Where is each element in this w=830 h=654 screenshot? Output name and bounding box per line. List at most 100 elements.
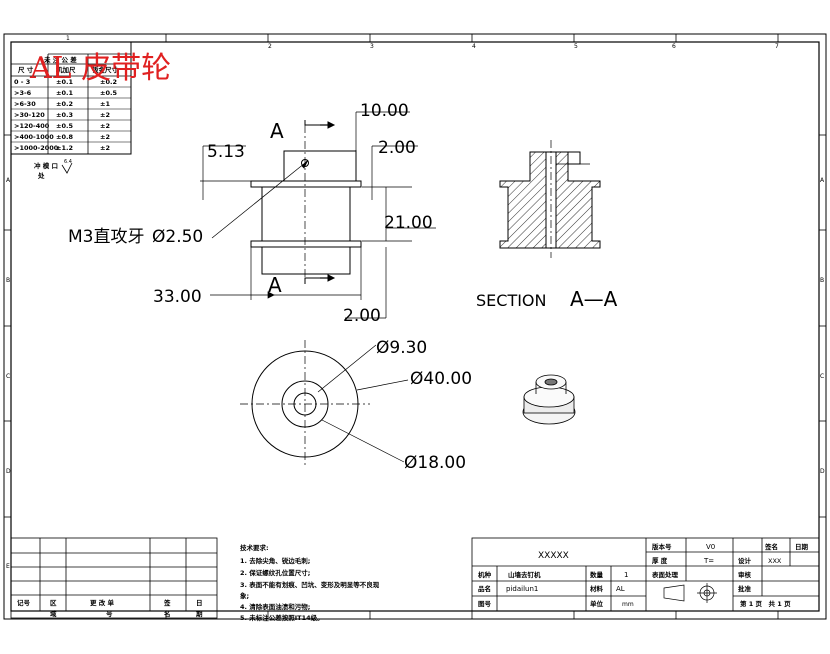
tech-note-2: 2. 保证螺纹孔位置尺寸; — [240, 568, 310, 577]
thickness-label: 厚 度 — [652, 556, 668, 565]
inner-border — [10, 41, 820, 612]
tolerance-header: 未 注 公 差 — [44, 55, 77, 64]
approve-label: 批准 — [738, 584, 752, 593]
rev-h2-name: 名 — [164, 609, 171, 618]
machine-value: 山墙去钉机 — [508, 570, 541, 579]
tolerance-cell: ±0.5 — [100, 89, 117, 97]
outer-border — [3, 33, 827, 620]
section-label-b: A—A — [570, 287, 618, 311]
qty-value: 1 — [624, 571, 628, 579]
isometric-view — [522, 374, 576, 425]
tolerance-cell: >120-400 — [14, 122, 50, 130]
zone-side-d: D — [6, 468, 11, 475]
tech-note-3: 3. 表面不能有划痕、凹坑、变形及明显等不良现 — [240, 580, 380, 589]
zone-ticks — [4, 34, 826, 619]
zone-side-c-right: C — [820, 373, 824, 380]
dim-21: 21.00 — [384, 213, 433, 233]
dim-33: 33.00 — [153, 287, 202, 307]
version-value: V0 — [706, 543, 715, 551]
roughness-label-2: 处 — [37, 171, 45, 180]
section-mark-top: A — [270, 119, 284, 143]
top-view — [240, 340, 409, 468]
zone-top-2: 2 — [268, 43, 272, 50]
projection-symbol-icon — [663, 583, 717, 603]
zone-labels: 1 2 3 4 5 6 7 A B C D E A B C D — [6, 35, 825, 570]
zone-top-5: 5 — [574, 43, 578, 50]
revision-block — [10, 537, 218, 619]
dim-dia-18: Ø18.00 — [404, 453, 466, 473]
col-sheet: 钣金尺寸 — [92, 65, 119, 74]
zone-side-b-right: B — [820, 277, 824, 284]
zone-top-3: 3 — [370, 43, 374, 50]
version-label: 版本号 — [651, 542, 672, 551]
tolerance-cell: ±1.2 — [56, 144, 73, 152]
tolerance-cell: ±0.5 — [56, 122, 73, 130]
part-value: pidailun1 — [506, 585, 538, 593]
tolerance-cell: >30-120 — [14, 111, 45, 119]
machine-label: 机种 — [478, 570, 492, 579]
tech-note-6: 5. 未标注公差按照IT14级。 — [240, 613, 324, 622]
tolerance-cell: 0 - 3 — [14, 78, 30, 86]
roughness-symbol-icon — [61, 162, 73, 174]
roughness-label: 冲 模 口 — [34, 161, 58, 170]
section-label-a: SECTION — [476, 291, 547, 310]
roughness-value: 6.4 — [64, 159, 72, 165]
zone-side-a: A — [6, 177, 11, 184]
rev-h-mark: 记号 — [17, 598, 31, 607]
designer-value: XXX — [768, 557, 782, 565]
section-view — [499, 140, 601, 258]
zone-top-4: 4 — [472, 43, 476, 50]
col-machining: 机加尺 — [56, 65, 76, 74]
zone-top-6: 6 — [672, 43, 676, 50]
qty-label: 数量 — [590, 570, 604, 579]
zone-side-d-right: D — [820, 468, 825, 475]
tech-note-5: 4. 清除表面油渍和污物; — [240, 602, 310, 611]
material-label: 材料 — [589, 584, 604, 593]
tolerance-cell: >3-6 — [14, 89, 32, 97]
rev-h-sign: 签 — [163, 598, 171, 607]
rev-h2-date: 期 — [196, 609, 203, 618]
title-block — [471, 537, 820, 612]
tolerance-cell: ±0.2 — [100, 78, 117, 86]
part-label: 品名 — [478, 584, 491, 593]
rev-h2-zone: 域 — [50, 609, 57, 618]
tech-note-1: 1. 去除尖角、锐边毛刺; — [240, 556, 310, 565]
front-dimensions — [200, 111, 436, 319]
unit-value: mm — [622, 601, 634, 608]
tolerance-cell: >1000-2000 — [14, 144, 59, 152]
zone-side-c: C — [6, 373, 10, 380]
thread-label: M3直攻牙 — [68, 227, 144, 247]
material-value: AL — [616, 585, 625, 593]
zone-top-7: 7 — [775, 43, 779, 50]
thickness-value: T= — [703, 557, 714, 565]
zone-side-a-right: A — [820, 177, 825, 184]
tolerance-cell: ±1 — [100, 100, 110, 108]
thread-dia: Ø2.50 — [152, 227, 203, 247]
rev-h2-no: 号 — [106, 609, 113, 618]
check-label: 审核 — [738, 570, 752, 579]
zone-side-b: B — [6, 277, 10, 284]
col-size: 尺 寸 — [18, 65, 34, 74]
tolerance-cell: ±2 — [100, 144, 110, 152]
design-label: 设计 — [738, 556, 752, 565]
tolerance-cell: ±0.8 — [56, 133, 73, 141]
tolerance-cell: >400-1000 — [14, 133, 54, 141]
rev-h-zone: 区 — [50, 599, 57, 607]
dim-dia-40: Ø40.00 — [410, 369, 472, 389]
tech-note-4: 象; — [240, 591, 249, 600]
rev-h-date: 日 — [196, 599, 203, 607]
dim-5-13: 5.13 — [207, 142, 245, 162]
surface-label: 表面处理 — [651, 570, 679, 579]
signature-label: 签名 — [764, 542, 778, 551]
rev-h-change: 更 改 单 — [90, 598, 115, 607]
tolerance-cell: >6-30 — [14, 100, 36, 108]
drawing-name: XXXXX — [538, 551, 569, 561]
date-label: 日期 — [795, 542, 809, 551]
front-view — [250, 125, 362, 278]
dim-2-top: 2.00 — [378, 138, 416, 158]
dim-2-bottom: 2.00 — [343, 306, 381, 326]
drawing-no-label: 图号 — [478, 599, 492, 608]
tolerance-table: 未 注 公 差 尺 寸 机加尺 钣金尺寸 0 - 3±0.1±0.2>3-6±0… — [10, 41, 132, 180]
tolerance-cell: ±0.3 — [56, 111, 73, 119]
